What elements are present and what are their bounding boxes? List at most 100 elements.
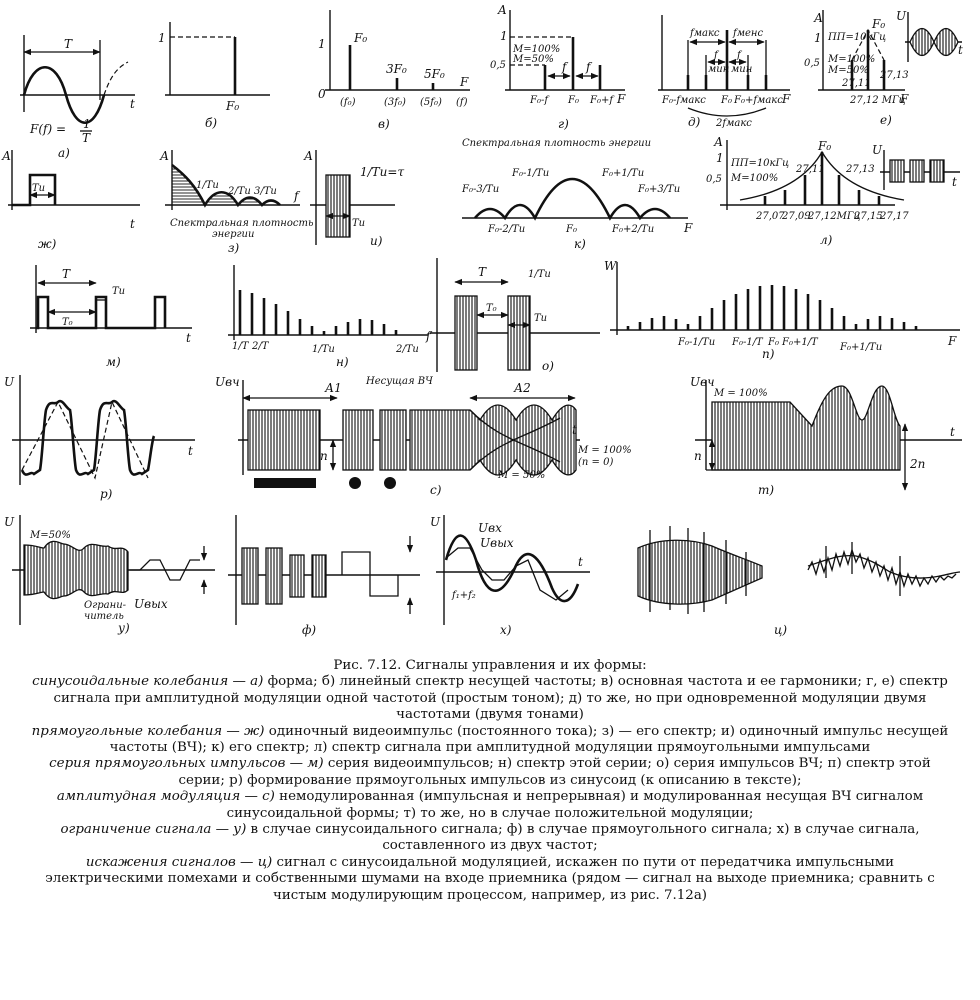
zero-label: 0 bbox=[318, 87, 326, 101]
tick-label: 2/Tu bbox=[395, 344, 419, 355]
spectral-label: энергии bbox=[212, 229, 254, 240]
m100-label: М = 100% bbox=[713, 388, 768, 399]
panel-letter: а) bbox=[58, 146, 70, 160]
caption-heading: серия прямоугольных импульсов — м) bbox=[49, 756, 324, 772]
axis-y-label: А bbox=[813, 11, 823, 25]
formula-den: T bbox=[82, 131, 91, 145]
panel-letter: з) bbox=[228, 241, 240, 255]
tick-label: F₀ bbox=[767, 337, 779, 348]
axis-u-label: U bbox=[872, 143, 883, 157]
m100-label: М=100% bbox=[512, 44, 560, 55]
panel-letter: н) bbox=[336, 355, 349, 369]
limiter-label: читель bbox=[84, 611, 124, 622]
panel-p: W F₀-1/Tu F₀-1/T F₀ F₀+1/T F₀+1/Tu F п) bbox=[604, 259, 960, 361]
tick-label: F₀+f bbox=[589, 95, 615, 106]
carrier-label: Несущая ВЧ bbox=[365, 376, 433, 387]
tick-label: F₀+2/Tu bbox=[611, 224, 654, 235]
limiter-label: Ограни- bbox=[84, 600, 127, 611]
tick-label: 2/Tu bbox=[227, 186, 251, 197]
m50-label: М=50% bbox=[29, 530, 71, 541]
caption-text: сигнал с синусоидальной модуляцией, иска… bbox=[45, 854, 935, 903]
f-label: f bbox=[585, 60, 593, 74]
dot-marker bbox=[349, 477, 361, 489]
dot-marker bbox=[384, 477, 396, 489]
axis-u-label: U bbox=[896, 9, 907, 23]
axis-x-label: t bbox=[578, 555, 583, 569]
freq-formula: F(f) = bbox=[29, 122, 66, 136]
panel-letter: ж) bbox=[38, 237, 57, 251]
axis-x-label: F bbox=[683, 221, 693, 235]
value-label: 27,13 bbox=[845, 164, 875, 175]
formula-num: 1 bbox=[83, 117, 91, 131]
axis-y-label: А bbox=[1, 149, 11, 163]
formula-label: 1/Tu=τ bbox=[360, 165, 404, 179]
panel-zh: А Tu t ж) bbox=[1, 149, 140, 251]
signal-figure: T t F(f) = 1 T а) 1 F₀ б) 1 0 F₀ 3F₀ 5F₀… bbox=[1, 3, 963, 637]
panel-r: U t р) bbox=[4, 375, 195, 501]
tick-label: 1/Tu bbox=[312, 344, 335, 355]
panel-b: 1 F₀ б) bbox=[158, 22, 270, 130]
period-label: T bbox=[64, 37, 73, 51]
caption-text: серия видеоимпульсов; н) спектр этой сер… bbox=[178, 756, 931, 788]
panel-letter: и) bbox=[370, 234, 383, 248]
axis-x-label: t bbox=[130, 217, 135, 231]
axis-t-label: t bbox=[952, 175, 957, 189]
f-label: f bbox=[561, 60, 569, 74]
tick-label: F₀ bbox=[565, 224, 577, 235]
tick-label: F₀-2/Tu bbox=[487, 224, 525, 235]
axis-x-label: F bbox=[899, 92, 909, 106]
caption-heading: искажения сигналов — ц) bbox=[85, 854, 273, 870]
tick-label: F₀-1/T bbox=[731, 337, 764, 348]
panel-letter: т) bbox=[758, 483, 774, 497]
axis-x-label: F bbox=[781, 92, 791, 106]
tick-label: F₀+1/T bbox=[781, 337, 819, 348]
axis-y-label: А bbox=[159, 149, 169, 163]
axis-x-label: f bbox=[425, 329, 433, 343]
k-title: Спектральная плотность энергии bbox=[462, 138, 651, 149]
y-half-label: 0,5 bbox=[804, 58, 820, 69]
tick-label: 27,15 bbox=[853, 211, 883, 222]
axis-y-label: W bbox=[604, 259, 618, 273]
y-one-label: 1 bbox=[716, 151, 724, 165]
m50-label: М = 50% bbox=[497, 470, 545, 481]
tick-label: F₀+1/Tu bbox=[839, 342, 882, 353]
caption-text: форма; б) линейный спектр несущей частот… bbox=[53, 674, 948, 723]
uvx-label: Uвх bbox=[478, 521, 502, 535]
caption-text: одиночный видеоимпульс (постоянного тока… bbox=[109, 723, 949, 756]
panel-letter: х) bbox=[500, 623, 512, 637]
tick-label: F₀-f bbox=[529, 95, 550, 106]
panel-letter: р) bbox=[100, 487, 113, 501]
m50-label: М=50% bbox=[512, 54, 554, 65]
tick-label: F₀ bbox=[567, 95, 579, 106]
a1-label: А1 bbox=[324, 381, 342, 395]
panel-letter: м) bbox=[106, 355, 121, 369]
axis-x-label: F bbox=[616, 92, 626, 106]
axis-x-label: f bbox=[293, 189, 301, 203]
tick-label: 27,12МГц bbox=[807, 211, 860, 222]
tu-label: Tu bbox=[534, 313, 547, 324]
axis-y-label: А bbox=[303, 149, 313, 163]
panel-l: А 1 0,5 ПП=10кГц М=100% F₀ 27,11 27,13 2… bbox=[706, 135, 960, 247]
fmax-label: fмакс bbox=[689, 28, 720, 39]
n-label: n bbox=[694, 449, 702, 463]
pulse-bar bbox=[254, 478, 316, 488]
two-n-label: 2n bbox=[909, 457, 925, 471]
panel-e: А 1 0,5 ПП=10кГц М=100% М=50% F₀ 27,11 2… bbox=[804, 9, 963, 127]
caption-heading: амплитудная модуляция — с) bbox=[56, 789, 275, 805]
p-spectral-lines bbox=[626, 285, 918, 330]
caption-line: синусоидальные колебания — а) форма; б) … bbox=[30, 674, 950, 723]
tu-label: Tu bbox=[112, 286, 125, 297]
tu-label: Tu bbox=[352, 218, 365, 229]
tu-label: Tu bbox=[32, 183, 45, 194]
tick-label: F₀-3/Tu bbox=[461, 184, 499, 195]
tick-label: F₀+3/Tu bbox=[637, 184, 680, 195]
panel-a: T t F(f) = 1 T а) bbox=[20, 35, 135, 160]
value-label: 27,12 МГц bbox=[849, 95, 906, 106]
inv-label: 1/Tu bbox=[528, 269, 551, 280]
min-label: мин bbox=[731, 64, 752, 75]
n-label: n bbox=[320, 449, 328, 463]
axis-y-label: U bbox=[4, 375, 15, 389]
y-one-label: 1 bbox=[158, 31, 166, 45]
m100-label: М=100% bbox=[827, 54, 875, 65]
pp-label: ПП=10кГц bbox=[730, 158, 789, 169]
